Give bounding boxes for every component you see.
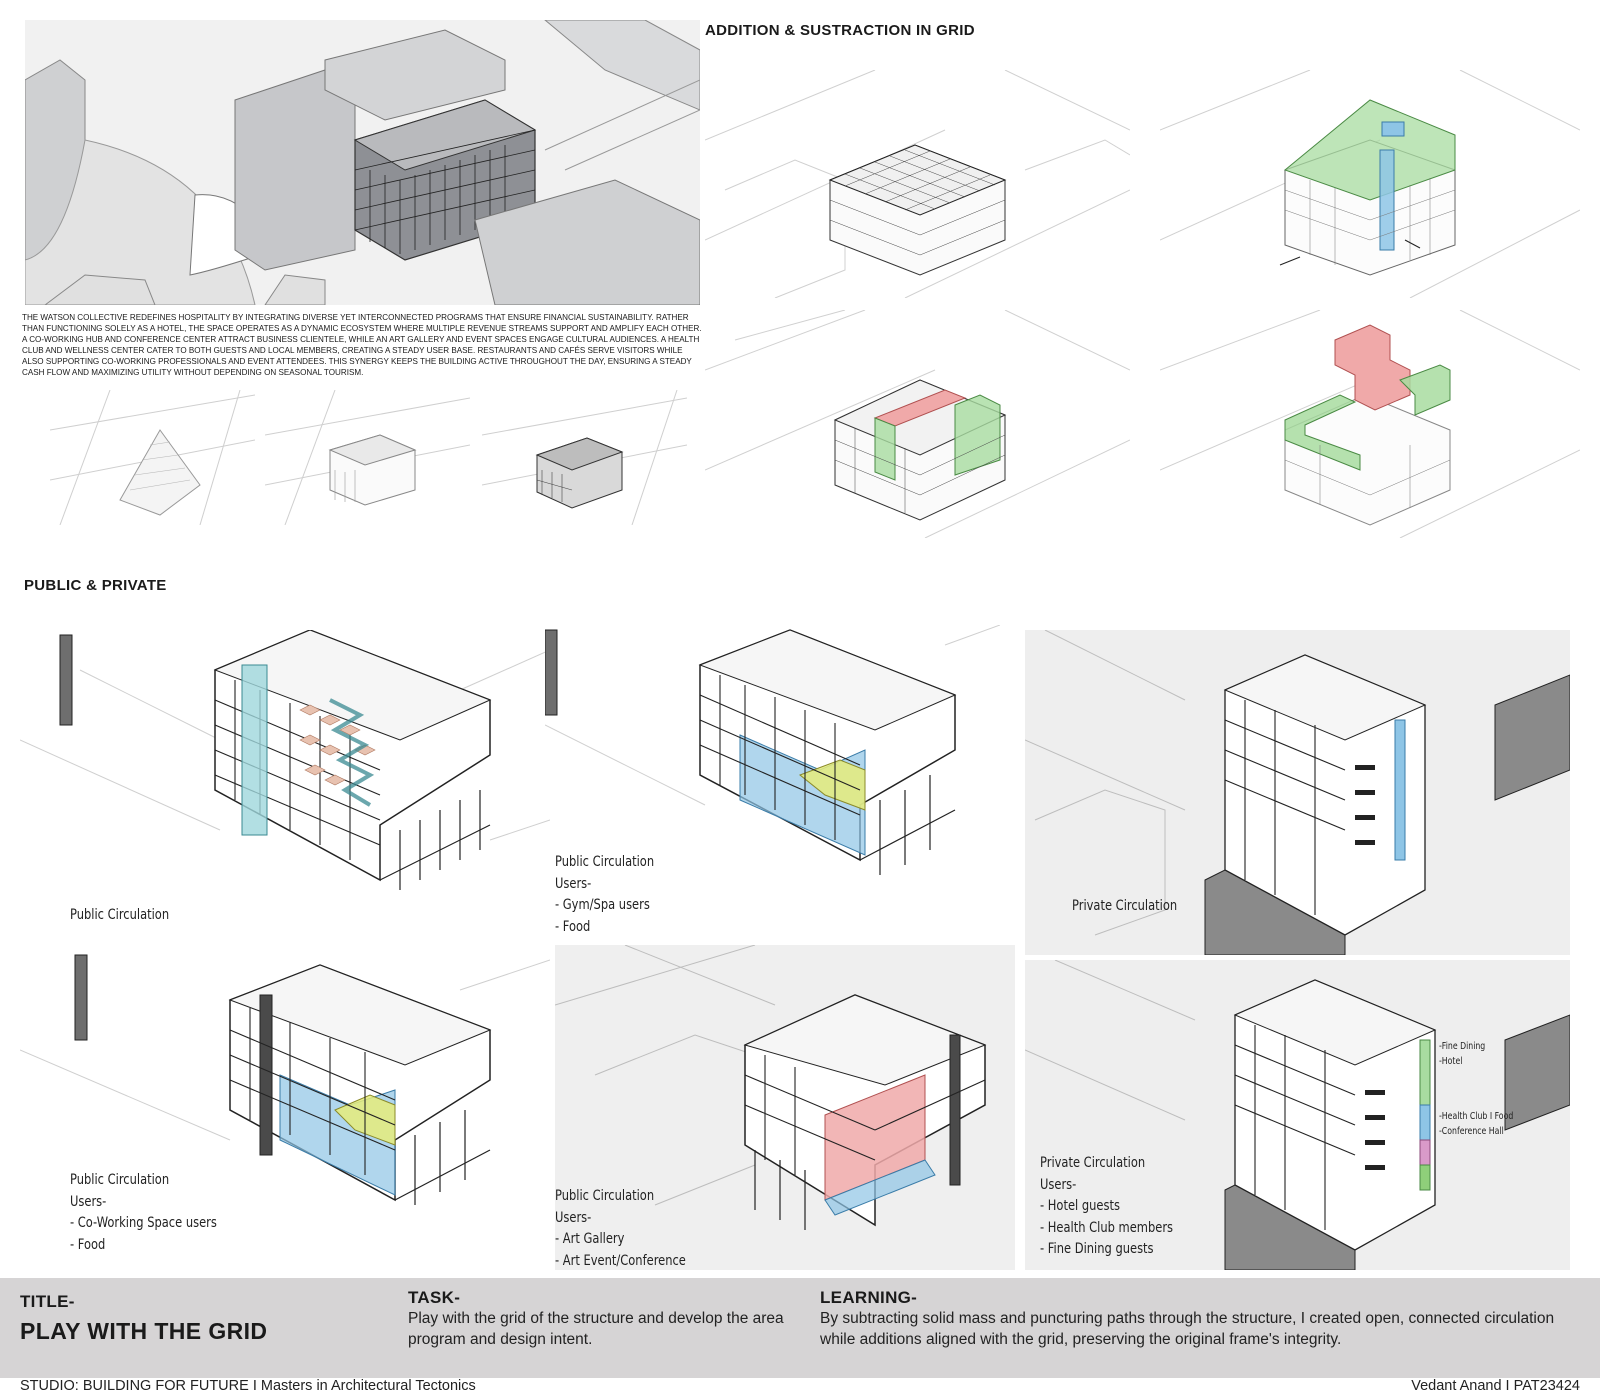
project-title: PLAY WITH THE GRID bbox=[20, 1318, 268, 1344]
thumbnail-drawing-3 bbox=[482, 390, 687, 525]
concept-thumbnail-3 bbox=[482, 390, 687, 525]
coworking-drawing bbox=[20, 954, 550, 1205]
diagram-gallery-circulation bbox=[555, 945, 1015, 1270]
label-gym-food: Public Circulation Users- - Gym/Spa user… bbox=[555, 852, 654, 938]
grid-diagram-base bbox=[705, 70, 1130, 298]
tag-conference: -Conference Hall bbox=[1439, 1126, 1504, 1137]
task-text: Play with the grid of the structure and … bbox=[408, 1310, 784, 1348]
label-private-circulation: Private Circulation bbox=[1072, 898, 1178, 914]
gallery-line3: - Art Gallery bbox=[555, 1231, 625, 1247]
task-heading: TASK- bbox=[408, 1288, 461, 1307]
diagram-coworking-circulation bbox=[20, 950, 550, 1230]
diagram-private-circulation bbox=[1025, 630, 1570, 955]
section-title-addition: ADDITION & SUSTRACTION IN GRID bbox=[705, 22, 975, 39]
learning-text: By subtracting solid mass and puncturing… bbox=[820, 1310, 1555, 1348]
hotel-line3: - Hotel guests bbox=[1040, 1198, 1120, 1214]
label-gallery: Public Circulation Users- - Art Gallery … bbox=[555, 1186, 686, 1272]
public-circulation-drawing bbox=[20, 630, 550, 890]
hotel-line1: Private Circulation bbox=[1040, 1155, 1146, 1171]
grid-base-drawing bbox=[705, 70, 1130, 298]
hotel-line5: - Fine Dining guests bbox=[1040, 1241, 1154, 1257]
diagram-gym-food-circulation bbox=[545, 625, 1000, 905]
label-public-circulation: Public Circulation bbox=[70, 907, 170, 923]
coworking-line4: - Food bbox=[70, 1236, 106, 1253]
project-description: THE WATSON COLLECTIVE REDEFINES HOSPITAL… bbox=[22, 313, 702, 377]
hotel-line2: Users- bbox=[1040, 1176, 1077, 1193]
gym-food-drawing bbox=[545, 625, 1000, 875]
grid-courtyard-drawing bbox=[705, 310, 1130, 538]
coworking-line3: - Co-Working Space users bbox=[70, 1215, 217, 1231]
hotel-drawing bbox=[1025, 960, 1570, 1270]
grid-diagram-courtyard bbox=[705, 310, 1130, 538]
grid-diagram-green-roof bbox=[1160, 70, 1580, 298]
label-coworking: Public Circulation Users- - Co-Working S… bbox=[70, 1170, 217, 1256]
gym-line2: Users- bbox=[555, 875, 592, 892]
summary-band: TITLE- PLAY WITH THE GRID TASK- Play wit… bbox=[0, 1278, 1600, 1378]
author-credit: Vedant Anand I PAT23424 bbox=[1411, 1378, 1580, 1394]
gallery-line1: Public Circulation bbox=[555, 1188, 655, 1204]
studio-credit: STUDIO: BUILDING FOR FUTURE I Masters in… bbox=[20, 1378, 476, 1394]
thumbnail-drawing-1 bbox=[50, 390, 255, 525]
site-massing-drawing bbox=[25, 20, 700, 305]
gallery-line2: Users- bbox=[555, 1209, 592, 1226]
site-axonometric bbox=[25, 20, 700, 305]
grid-additions-drawing bbox=[1160, 310, 1580, 538]
label-hotel: Private Circulation Users- - Hotel guest… bbox=[1040, 1153, 1173, 1261]
gym-line3: - Gym/Spa users bbox=[555, 897, 650, 913]
gym-line4: - Food bbox=[555, 918, 591, 935]
gallery-line4: - Art Event/Conference bbox=[555, 1252, 686, 1269]
thumbnail-drawing-2 bbox=[265, 390, 470, 525]
tag-fine-dining: -Fine Dining bbox=[1439, 1041, 1486, 1052]
grid-diagram-additions bbox=[1160, 310, 1580, 538]
section-title-public-private: PUBLIC & PRIVATE bbox=[24, 577, 167, 594]
gallery-drawing bbox=[555, 945, 987, 1230]
tag-health-food: -Health Club I Food bbox=[1439, 1111, 1514, 1122]
coworking-line1: Public Circulation bbox=[70, 1172, 170, 1188]
diagram-public-circulation bbox=[20, 630, 550, 940]
title-heading: TITLE- bbox=[20, 1292, 75, 1311]
learning-heading: LEARNING- bbox=[820, 1288, 918, 1307]
concept-thumbnail-2 bbox=[265, 390, 470, 525]
grid-green-roof-drawing bbox=[1160, 70, 1580, 298]
gym-line1: Public Circulation bbox=[555, 854, 655, 870]
private-circulation-drawing bbox=[1025, 630, 1570, 955]
hotel-line4: - Health Club members bbox=[1040, 1219, 1174, 1236]
coworking-line2: Users- bbox=[70, 1193, 107, 1210]
concept-thumbnail-1 bbox=[50, 390, 255, 525]
tag-hotel: -Hotel bbox=[1439, 1056, 1463, 1067]
diagram-hotel-circulation bbox=[1025, 960, 1570, 1270]
